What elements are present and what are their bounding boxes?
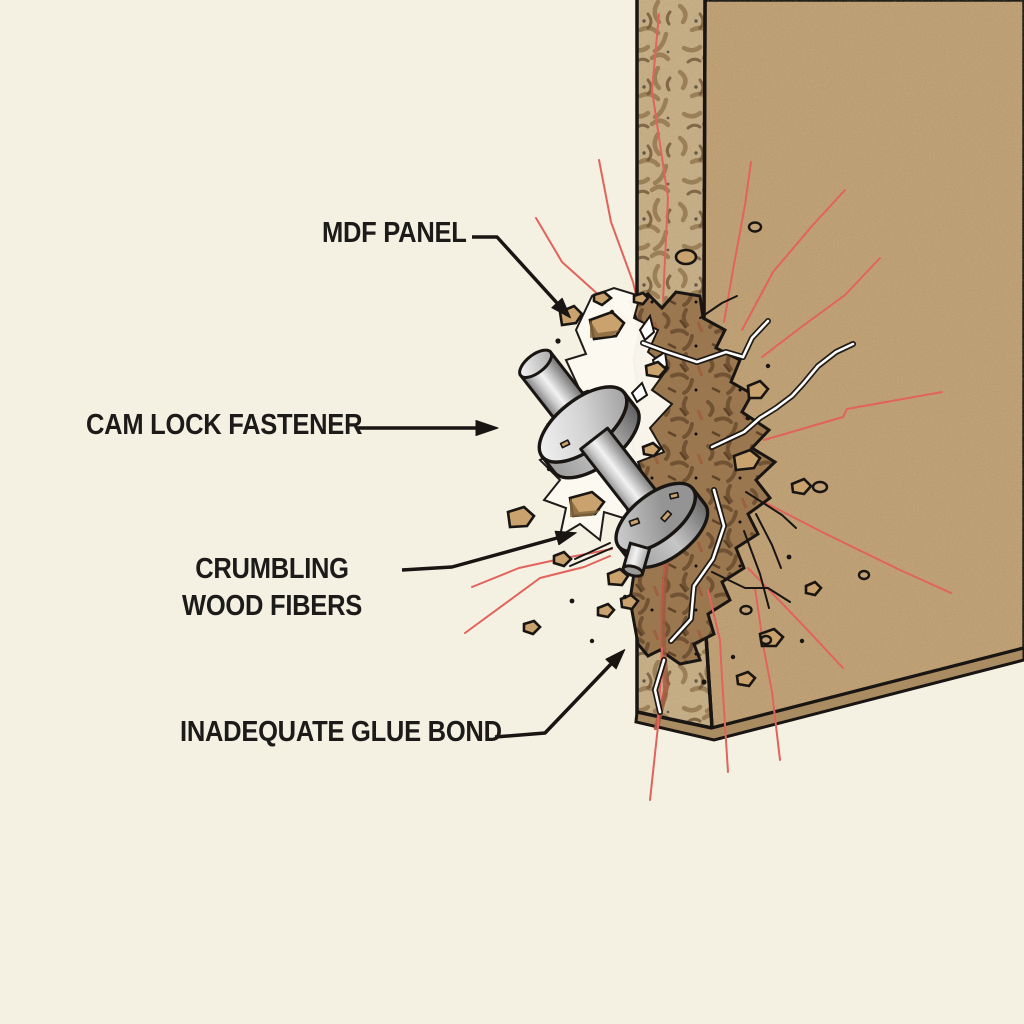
white-cracks — [640, 318, 856, 715]
label-inadequate-glue-bond: INADEQUATE GLUE BOND — [180, 716, 502, 748]
red-crack-rays-face — [651, 13, 952, 669]
fastener-debris-notches — [559, 439, 680, 527]
cam-lock-fastener — [518, 348, 710, 570]
cam-lock-arrow — [356, 420, 499, 436]
fastener-cam-face — [614, 481, 698, 554]
label-mdf-panel: MDF PANEL — [322, 217, 467, 249]
label-crumbling-wood-fibers: CRUMBLING WOOD FIBERS — [182, 553, 362, 623]
leader-arrows — [356, 235, 626, 739]
mdf-panel-arrow — [472, 235, 571, 319]
inadequate-arrow — [494, 649, 626, 739]
black-cracks — [569, 295, 797, 609]
crumbling-arrow — [401, 530, 577, 572]
debris-facets — [570, 320, 620, 517]
face-pores — [739, 221, 871, 646]
fastener-cam-stub — [621, 541, 652, 578]
label-cam-lock-fastener: CAM LOCK FASTENER — [86, 409, 363, 441]
fastener-top-cap — [518, 348, 554, 379]
